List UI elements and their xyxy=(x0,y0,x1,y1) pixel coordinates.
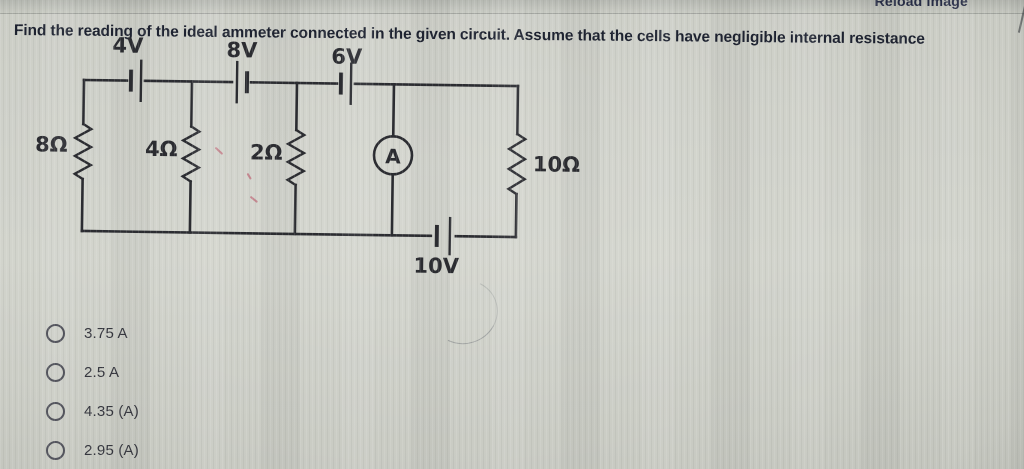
option-row-3[interactable]: 4.35 (A) xyxy=(46,392,139,431)
options-list: 3.75 A 2.5 A 4.35 (A) 2.95 (A) xyxy=(46,314,139,469)
resistor-10ohm xyxy=(506,84,528,239)
option-row-2[interactable]: 2.5 A xyxy=(46,353,139,392)
cell-8v xyxy=(235,60,250,104)
option-label: 2.95 (A) xyxy=(84,442,139,459)
option-label: 2.5 A xyxy=(84,364,120,381)
option-row-1[interactable]: 3.75 A xyxy=(46,314,139,353)
radio-button[interactable] xyxy=(46,363,65,382)
resistor-4ohm-label: 4Ω xyxy=(144,136,178,162)
cell-8v-label: 8V xyxy=(226,37,258,63)
cell-10v-label: 10V xyxy=(413,253,460,279)
option-row-4[interactable]: 2.95 (A) xyxy=(46,431,139,469)
cell-10v xyxy=(434,216,452,256)
cell-4v xyxy=(128,59,143,103)
cell-4v-label: 4V xyxy=(112,33,144,58)
resistor-2ohm xyxy=(285,81,307,236)
bottom-wire xyxy=(80,229,518,239)
top-wire xyxy=(82,78,520,88)
resistor-2ohm-label: 2Ω xyxy=(249,140,283,165)
top-bar xyxy=(0,0,1024,14)
circuit-svg: A xyxy=(72,59,528,256)
cell-6v-label: 6V xyxy=(331,44,363,69)
ammeter-label: A xyxy=(385,144,401,168)
option-label: 3.75 A xyxy=(84,325,128,342)
radio-button[interactable] xyxy=(46,402,65,421)
circuit-diagram: A 4V 8V 6V 10V 8Ω 4Ω 2Ω 10Ω xyxy=(0,0,621,317)
resistor-10ohm-label: 10Ω xyxy=(532,152,581,177)
option-label: 4.35 (A) xyxy=(84,403,139,420)
resistor-8ohm xyxy=(72,78,94,233)
resistor-4ohm xyxy=(180,80,202,234)
ammeter xyxy=(372,83,414,237)
resistor-8ohm-label: 8Ω xyxy=(34,132,68,157)
radio-button[interactable] xyxy=(46,324,65,343)
reload-image-link[interactable]: Reload image xyxy=(874,0,968,9)
cell-6v xyxy=(338,62,353,105)
radio-button[interactable] xyxy=(46,441,65,460)
